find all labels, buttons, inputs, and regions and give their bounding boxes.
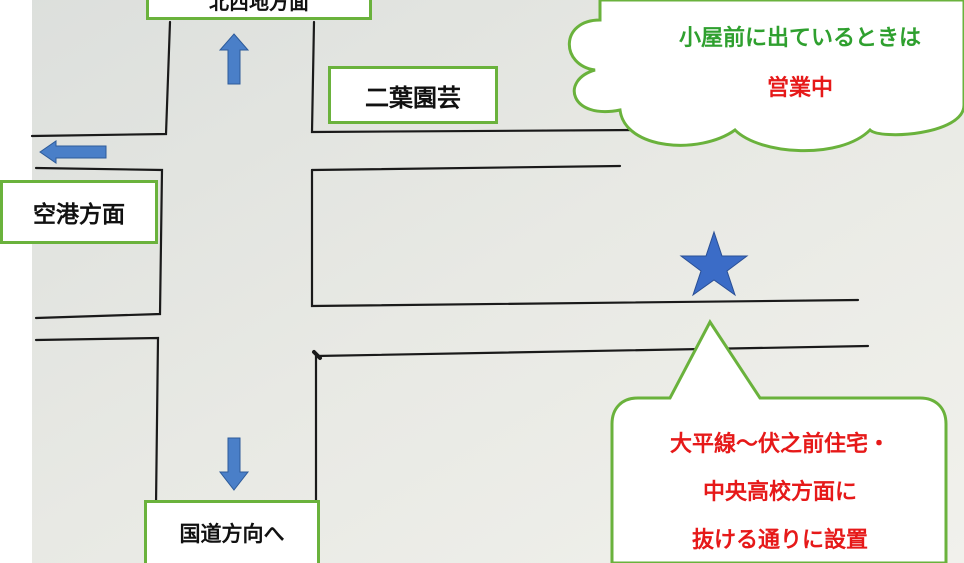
cloud-callout-line1: 小屋前に出ているときは: [678, 26, 921, 51]
location-callout-shape: [610, 319, 948, 563]
location-callout-line2: 中央高校方面に: [702, 480, 857, 505]
arrow-up-icon: [218, 33, 250, 85]
arrow-left-icon: [39, 140, 107, 164]
road-lines: [30, 20, 870, 522]
location-callout-line1: 大平線～伏之前住宅・: [669, 432, 890, 457]
top-road-label: 北西地方面: [146, 0, 372, 20]
cloud-callout-line2: 営業中: [766, 76, 833, 101]
star-icon: [679, 230, 749, 297]
airport-label: 空港方面: [0, 180, 158, 244]
cloud-callout-shape: [567, 0, 964, 153]
national-road-label: 国道方向へ: [144, 500, 320, 563]
left-shadow: [0, 0, 32, 563]
arrow-down-icon: [218, 437, 250, 491]
nursery-label: 二葉園芸: [328, 66, 498, 124]
location-callout-line3: 抜ける通りに設置: [691, 528, 868, 553]
